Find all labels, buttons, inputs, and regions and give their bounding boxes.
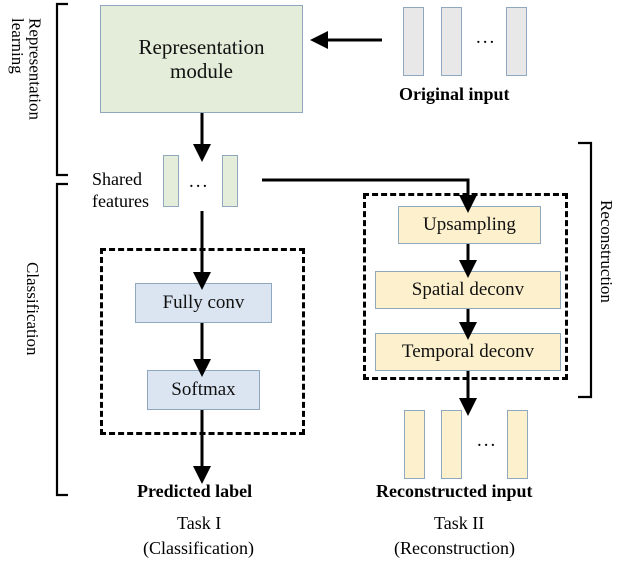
representation-module-label-line2: module [170, 59, 233, 83]
task-two-label-line2: (Reconstruction) [394, 538, 515, 558]
reconstruction-block-spatial-deconv: Spatial deconv [375, 271, 561, 309]
bracket-representation-learning [55, 2, 68, 177]
reconstruction-block-upsampling-label: Upsampling [423, 214, 516, 236]
bracket-reconstruction [578, 141, 593, 399]
reconstruction-block-temporal-deconv: Temporal deconv [375, 333, 561, 371]
original-input-ellipsis: ... [476, 27, 497, 48]
classification-block-softmax: Softmax [147, 370, 260, 410]
reconstructed-input-bar-2 [441, 410, 462, 479]
stage-label-representation-learning: Representation learning [7, 18, 45, 120]
representation-module-label-line1: Representation [138, 34, 265, 59]
representation-module-box: Representation module [100, 5, 303, 113]
task-one-label-line2: (Classification) [143, 538, 254, 558]
classification-block-fully-conv-label: Fully conv [162, 292, 245, 314]
shared-feature-bar-1 [163, 155, 179, 207]
reconstructed-input-ellipsis: ... [477, 430, 498, 451]
stage-label-reconstruction-text: Reconstruction [597, 200, 616, 303]
stage-label-reconstruction: Reconstruction [596, 200, 616, 303]
original-input-bar-2 [441, 7, 462, 76]
task-one-label-line1: Task I [177, 513, 222, 533]
shared-features-label: Shared features [92, 169, 149, 212]
shared-feature-bar-2 [222, 155, 238, 207]
reconstruction-block-spatial-deconv-label: Spatial deconv [411, 279, 525, 301]
shared-features-label-line1: Shared [92, 169, 142, 189]
classification-block-fully-conv: Fully conv [135, 283, 272, 323]
predicted-label-output: Predicted label [137, 481, 253, 501]
reconstruction-block-upsampling: Upsampling [398, 206, 541, 244]
shared-features-label-line2: features [92, 190, 149, 211]
shared-features-ellipsis: ... [189, 171, 210, 192]
reconstructed-input-output-label: Reconstructed input [376, 481, 533, 501]
reconstructed-input-bar-3 [507, 410, 528, 479]
task-two-label-line1: Task II [434, 513, 485, 533]
stage-label-classification-text: Classification [23, 262, 42, 356]
reconstructed-input-bar-1 [404, 410, 425, 479]
stage-label-representation-learning-line1: Representation [25, 18, 45, 120]
stage-label-representation-learning-line2: learning [7, 18, 27, 74]
classification-block-softmax-label: Softmax [171, 379, 236, 401]
original-input-label: Original input [399, 84, 510, 104]
reconstruction-block-temporal-deconv-label: Temporal deconv [401, 341, 535, 363]
original-input-bar-1 [403, 7, 424, 76]
original-input-bar-3 [506, 7, 527, 76]
bracket-classification [55, 182, 68, 497]
stage-label-classification: Classification [22, 262, 42, 355]
